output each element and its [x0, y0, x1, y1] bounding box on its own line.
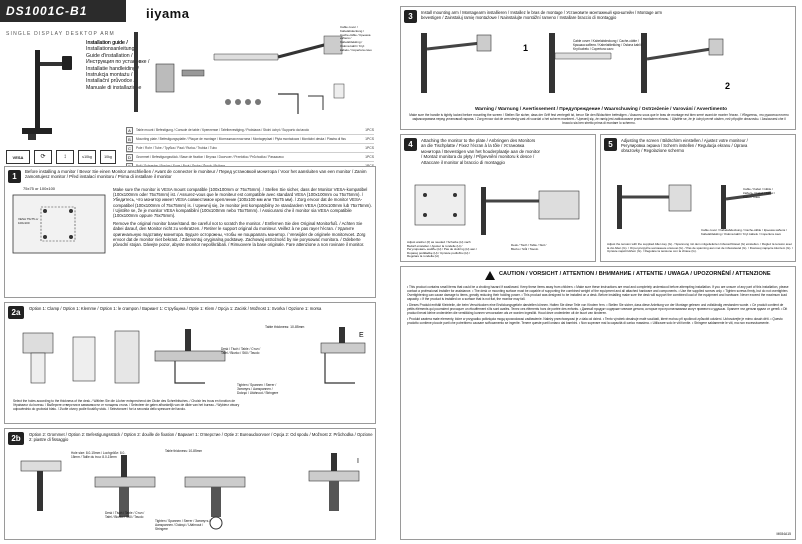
guide-list: Installation guide / Installationsanleit… — [86, 40, 149, 91]
guide-pl: Instrukcja montażu / — [86, 72, 133, 79]
model-name: DS1001C-B1 — [6, 4, 88, 18]
clamp-caption: Select the holes according to the thickn… — [13, 399, 240, 411]
warning-title: Warning / Warnung / Avertissement / Пред… — [474, 107, 728, 112]
mount-arm-illustration: 1 2 — [421, 33, 730, 93]
grommet-side-view: I — [308, 453, 360, 511]
caution-panel: CAUTION / VORSICHT / ATTENTION / ВНИМАНИ… — [400, 266, 796, 540]
remove-base-text: Remove the original monitor base/stand. … — [113, 221, 366, 248]
guide-de: Installationsanleitung / — [86, 46, 138, 53]
step-3-title: Install mounting arm / Montagearm instal… — [421, 10, 662, 20]
attach-monitor-illustration — [414, 184, 580, 235]
vesa-icon: VESA — [6, 150, 30, 164]
cable-cover-label: Cable cover / Kabelabdeckung / Cache-câb… — [573, 39, 643, 52]
step-5-number: 5 — [604, 138, 617, 151]
cable-label-5: Cable / Kabel / Câble / Кабель / Kabel /… — [743, 187, 775, 200]
step-2b-title: Option 2: Grommet / Option 2: Befestigun… — [29, 432, 373, 442]
step-1-text: Make sure the monitor is VESA mount comp… — [113, 187, 373, 248]
cable-cover-note: Cable cover / Kabelabdeckung / Cache-câb… — [340, 25, 372, 52]
adjust-washer-label: Adjust washer (if) as needed / Scheibe (… — [407, 240, 477, 259]
caution-para-3: • Produkt zawiera małe elementy, które w… — [407, 317, 783, 325]
vesa-side-label: VESA 75x75 or 100x100 — [18, 217, 39, 226]
step-2a-number: 2a — [8, 306, 24, 319]
caution-para-2: • Dieses Produkt enthält Kleinteile, die… — [407, 303, 788, 315]
vesa-size-label: 75x75 or 100x100 — [23, 186, 56, 191]
tighten-label-2a: Tighten / Spannen / Serrer / Затянуть / … — [237, 383, 279, 396]
caution-icon — [485, 271, 495, 280]
step-2b-panel: 2b Option 2: Grommet / Option 2: Befesti… — [4, 428, 376, 540]
rotate-icon: ⟳ — [34, 150, 52, 164]
weight-max-icon: ≤10kg — [78, 150, 96, 164]
svg-text:2: 2 — [725, 81, 730, 91]
warning-text: Make sure the handle is tightly locked b… — [409, 113, 789, 125]
caution-para-1: • This product contains small items that… — [407, 285, 789, 301]
step-2a-title: Option 1: Clamp / Option 1: Klemme / Opt… — [29, 306, 322, 311]
product-image — [22, 50, 72, 140]
spec-icons: VESA ⟳ ↕ ≤10kg 10kg — [6, 150, 116, 168]
brand-logo: iiyama — [146, 6, 190, 21]
desk-label-2a: Desk / Tisch / Table / Стол / Tafel / Bi… — [221, 347, 261, 356]
svg-text:1: 1 — [523, 43, 528, 53]
adjust-screen-illustration — [617, 184, 772, 229]
doc-code: M084A15 — [776, 531, 791, 536]
cable-cover-label-5: Cable cover / Kabelabdeckung / Cache-câb… — [701, 228, 787, 236]
step-1-title: Before installing a monitor / Bevor Sie … — [25, 169, 367, 180]
step-2a-panel: 2a Option 1: Clamp / Option 1: Klemme / … — [4, 302, 376, 424]
guide-nl: Installatie handleiding / — [86, 65, 139, 72]
step-5-panel: 5 Adjusting the screen / Bildschirm eins… — [600, 134, 796, 262]
guide-cs: Installační průvodce / — [86, 78, 136, 85]
step-1-number: 1 — [8, 170, 21, 183]
guide-fr: Guide d'installation / — [86, 52, 133, 59]
clamp-side-view: E — [320, 327, 366, 384]
header-bar — [0, 0, 126, 22]
guide-it: Manuale di installazione — [86, 84, 142, 91]
tilt-icon: ↕ — [56, 150, 74, 164]
caution-text: • This product contains small items that… — [407, 285, 791, 326]
table-thickness-2a: Table thickness: 10-85mm — [265, 325, 305, 329]
svg-text:I: I — [357, 458, 359, 465]
weight-icon: 10kg — [100, 150, 116, 164]
caution-title: CAUTION / VORSICHT / ATTENTION / ВНИМАНИ… — [499, 271, 771, 277]
step-2b-number: 2b — [8, 432, 24, 445]
subtitle: SINGLE DISPLAY DESKTOP ARM — [6, 31, 115, 37]
guide-ru: Инструкция по установке / — [86, 59, 150, 66]
step-5-title: Adjusting the screen / Bildschirm einste… — [621, 138, 748, 154]
step-1-panel: 1 Before installing a monitor / Bevor Si… — [4, 166, 376, 298]
vesa-compat-text: Make sure the monitor is VESA mount comp… — [113, 187, 372, 219]
clamp-illustration — [22, 329, 226, 384]
grommet-illustration — [20, 455, 246, 530]
tighten-label-2b: Tighten / Spannen / Serrer / Затянуть / … — [155, 519, 211, 532]
hole-size-label: Hole size: 8.0-15mm / Lochgröße: 8.0-15m… — [71, 451, 126, 460]
step-4-title: Attaching the monitor to the plate / Anb… — [421, 138, 540, 165]
desk-label-2b: Desk / Tisch / Table / Стол / Tafel / Bi… — [105, 511, 145, 520]
guide-en: Installation guide / — [86, 40, 128, 46]
svg-text:E: E — [359, 332, 364, 339]
step-4-number: 4 — [404, 138, 417, 151]
step-3-panel: 3 Install mounting arm / Montagearm inst… — [400, 6, 796, 130]
monitor-back-illustration — [12, 194, 106, 254]
table-thickness-2b: Table thickness: 10-85mm — [165, 449, 203, 453]
step-3-number: 3 — [404, 10, 417, 23]
adjust-tension-text: Adjust the tension with the supplied All… — [607, 242, 793, 254]
parts-illustration — [134, 32, 345, 114]
desk-label-4: Desk / Tisch / Table / Stół / Biurko / S… — [511, 243, 547, 252]
guide-titles: Installation guide / — [86, 40, 128, 46]
step-4-panel: 4 Attaching the monitor to the plate / A… — [400, 134, 596, 262]
